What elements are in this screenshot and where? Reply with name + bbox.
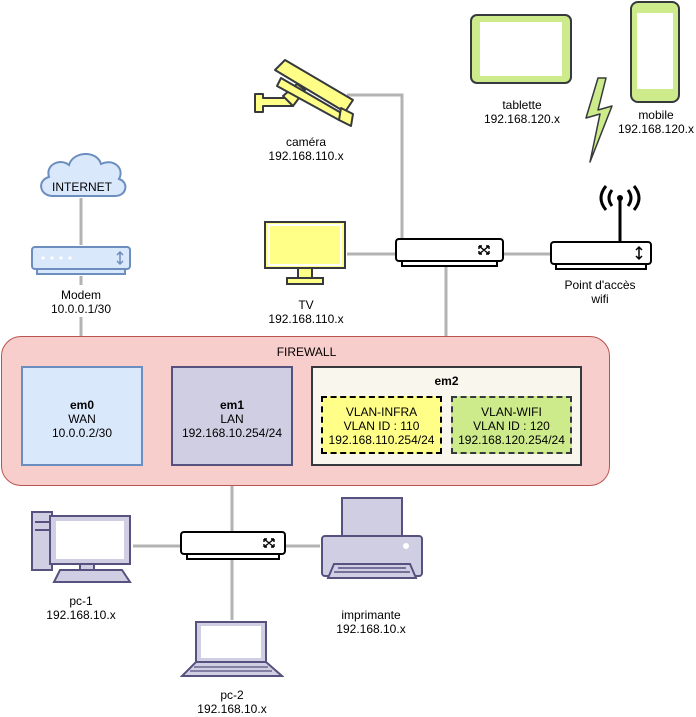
- modem-ip: 10.0.0.1/30: [50, 302, 112, 316]
- vlan-wifi-ip: 192.168.120.254/24: [458, 433, 565, 447]
- em2-name: em2: [434, 374, 459, 388]
- vlan-wifi: VLAN-WIFI VLAN ID : 120 192.168.120.254/…: [451, 396, 572, 454]
- pc1-label: pc-1 192.168.10.x: [21, 594, 141, 622]
- camera-name: caméra: [285, 135, 326, 149]
- tv-ip: 192.168.110.x: [268, 312, 344, 326]
- pc2-laptop-icon: [180, 621, 284, 677]
- interface-em0: em0 WAN 10.0.0.2/30: [21, 366, 143, 466]
- access-point-line2: wifi: [591, 292, 609, 306]
- printer-icon: [321, 497, 423, 579]
- wireless-bolt-icon: [585, 77, 613, 163]
- pc1-ip: 192.168.10.x: [46, 608, 116, 622]
- camera-ip: 192.168.110.x: [268, 149, 344, 163]
- em0-ip: 10.0.0.2/30: [51, 426, 113, 440]
- access-point-icon: [550, 185, 652, 270]
- wire-camera-switch: [347, 93, 404, 240]
- tv-name: TV: [298, 298, 314, 312]
- tv-label: TV 192.168.110.x: [246, 298, 366, 326]
- modem-name: Modem: [60, 288, 101, 302]
- mobile-ip: 192.168.120.x: [617, 122, 695, 136]
- tablet-icon: [470, 14, 572, 84]
- switch-lan-icon: [180, 531, 286, 560]
- internet-cloud-icon: [40, 153, 127, 197]
- mobile-icon: [630, 1, 680, 103]
- interface-em1: em1 LAN 192.168.10.254/24: [171, 366, 293, 466]
- vlan-infra-id: VLAN ID : 110: [343, 419, 420, 433]
- tv-icon: [264, 221, 346, 285]
- pc1-icon: [31, 511, 132, 583]
- tablet-name: tablette: [502, 98, 542, 112]
- modem-label: Modem 10.0.0.1/30: [21, 288, 141, 316]
- vlan-infra-ip: 192.168.110.254/24: [328, 433, 435, 447]
- switch-infra-icon: [395, 238, 504, 267]
- printer-name: imprimante: [341, 608, 401, 622]
- mobile-label: mobile 192.168.120.x: [606, 108, 696, 136]
- vlan-wifi-id: VLAN ID : 120: [473, 419, 550, 433]
- em1-name: em1: [219, 398, 245, 412]
- internet-label: INTERNET: [52, 180, 112, 194]
- pc1-name: pc-1: [69, 594, 93, 608]
- access-point-line1: Point d'accès: [564, 278, 636, 292]
- em0-name: em0: [69, 398, 95, 412]
- em1-role: LAN: [220, 412, 244, 426]
- pc2-label: pc-2 192.168.10.x: [172, 688, 292, 716]
- printer-label: imprimante 192.168.10.x: [311, 608, 431, 636]
- modem-icon: [31, 246, 131, 275]
- em0-role: WAN: [68, 412, 96, 426]
- tablet-ip: 192.168.120.x: [483, 112, 561, 126]
- pc2-ip: 192.168.10.x: [197, 702, 267, 716]
- pc2-name: pc-2: [220, 688, 244, 702]
- firewall-title: FIREWALL: [276, 345, 337, 359]
- camera-label: caméra 192.168.110.x: [246, 135, 366, 163]
- vlan-wifi-name: VLAN-WIFI: [481, 405, 542, 419]
- em1-ip: 192.168.10.254/24: [181, 426, 283, 440]
- vlan-infra-name: VLAN-INFRA: [345, 405, 418, 419]
- camera-icon: [254, 59, 354, 127]
- mobile-name: mobile: [638, 108, 674, 122]
- vlan-infra: VLAN-INFRA VLAN ID : 110 192.168.110.254…: [321, 396, 442, 454]
- access-point-label: Point d'accès wifi: [540, 278, 660, 306]
- tablet-label: tablette 192.168.120.x: [462, 98, 582, 126]
- printer-ip: 192.168.10.x: [336, 622, 406, 636]
